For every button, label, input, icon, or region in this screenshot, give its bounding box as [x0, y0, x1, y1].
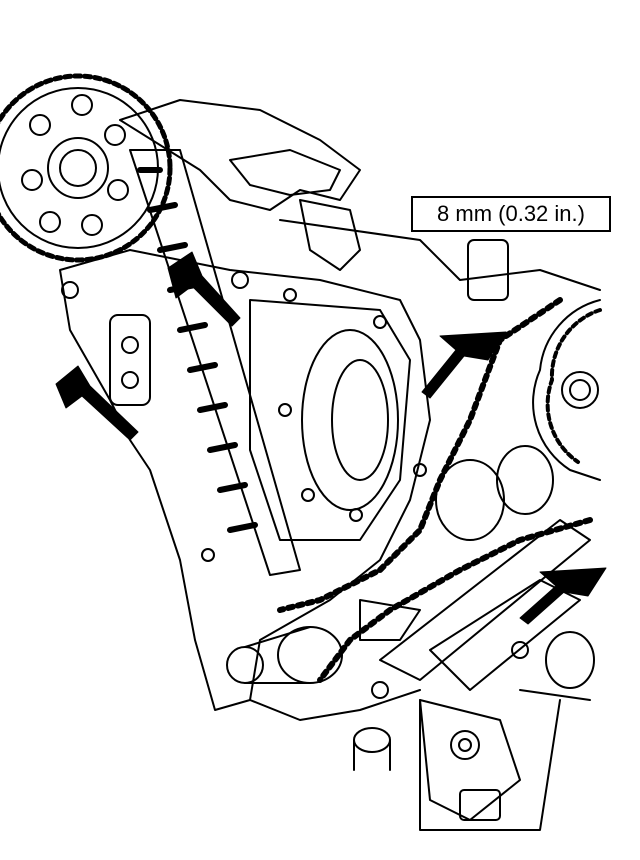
upper-guide-arrow [167, 251, 241, 327]
front-cover-outline [59, 249, 431, 711]
center-cover-arrow [421, 331, 507, 399]
cam-sprocket-right [532, 299, 602, 481]
lower-right-arrow [519, 567, 607, 625]
crankshaft-area [226, 445, 595, 771]
timing-chain [277, 297, 593, 683]
cylinder-head-outline [119, 99, 601, 301]
measurement-callout-text: 8 mm (0.32 in.) [437, 201, 585, 226]
left-gasket-arrow [55, 365, 139, 441]
tensioner-arm [379, 519, 591, 831]
measurement-callout: 8 mm (0.32 in.) [411, 196, 611, 232]
